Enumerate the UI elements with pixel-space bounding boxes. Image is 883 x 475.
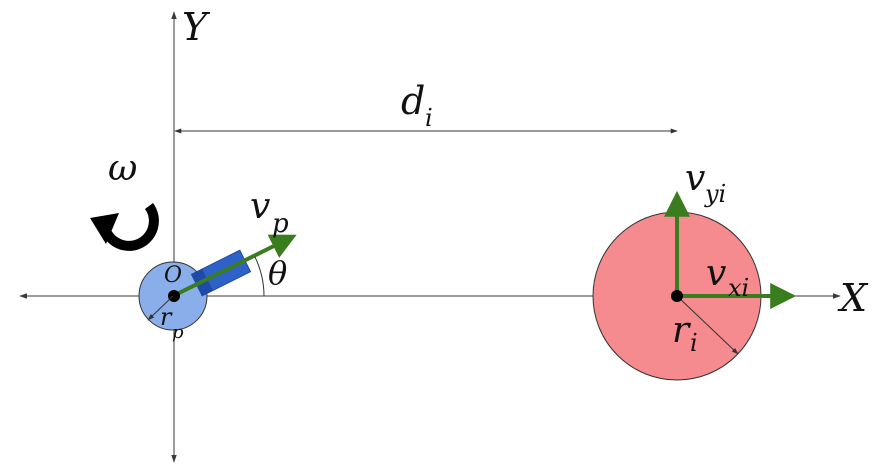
- clockwise-rotation-arrow-icon: [90, 203, 159, 251]
- rp-label-sub: p: [172, 322, 184, 343]
- vp-label-sub: p: [272, 209, 289, 239]
- distance-label: d: [401, 79, 425, 123]
- vyi-label-sub: yi: [704, 180, 726, 208]
- vp-label: v: [250, 186, 270, 227]
- pursuer-radius-line: [147, 295, 174, 321]
- target-radius-line: [676, 295, 739, 355]
- omega-label: ω: [108, 148, 137, 189]
- y-axis-label: Y: [182, 5, 211, 49]
- theta-arc: [254, 256, 265, 297]
- x-axis-label: X: [837, 276, 869, 320]
- pursuer-center-point: [168, 290, 180, 302]
- vxi-label: v: [706, 253, 726, 294]
- vyi-label: v: [685, 158, 705, 199]
- pursuer-velocity-vector: [172, 234, 297, 298]
- ri-label-sub: i: [690, 329, 698, 357]
- distance-label-sub: i: [425, 104, 433, 132]
- vxi-label-sub: xi: [728, 274, 749, 302]
- ri-label: r: [672, 310, 691, 351]
- origin-label: O: [164, 263, 182, 288]
- rp-label: r: [160, 303, 173, 331]
- theta-label: θ: [268, 254, 287, 292]
- target-center-point: [671, 290, 683, 302]
